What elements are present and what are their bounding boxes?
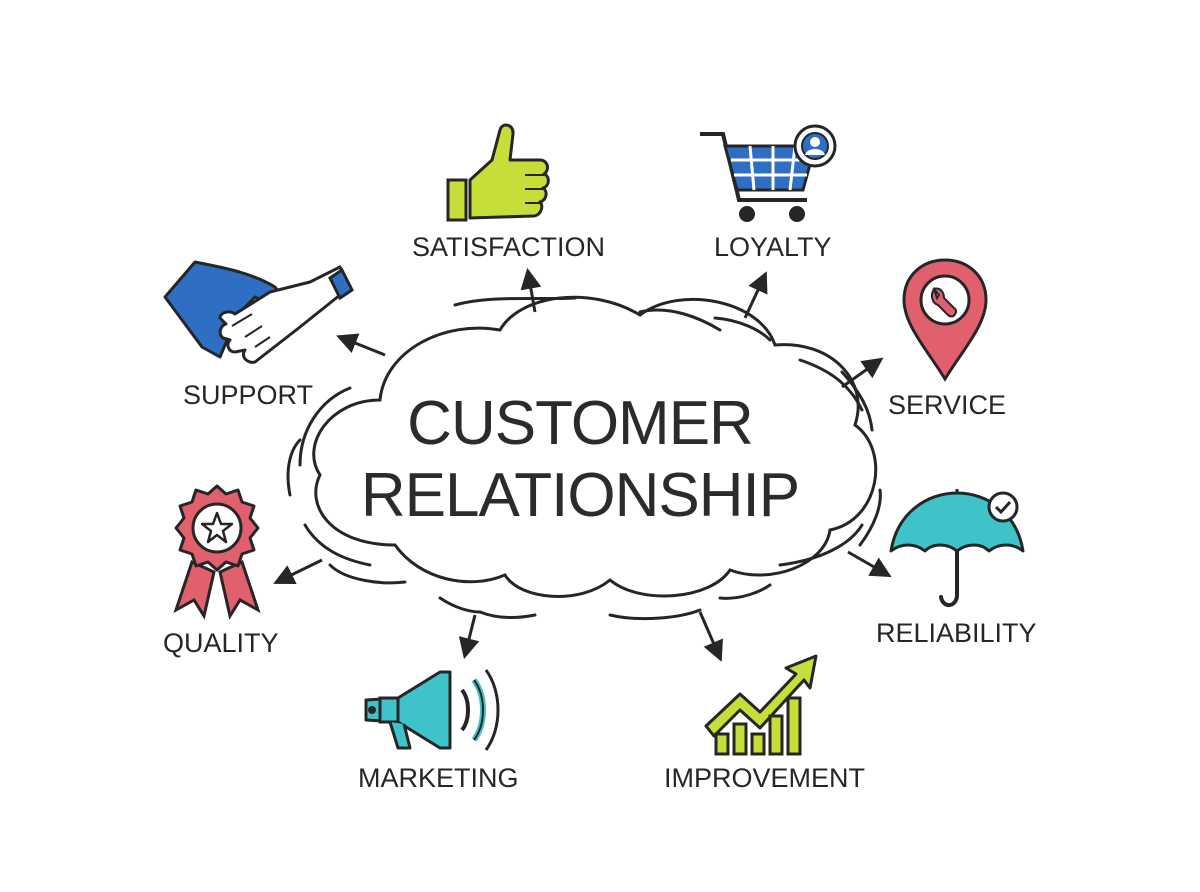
label-reliability: RELIABILITY (876, 618, 1037, 648)
arrow-loyalty (743, 271, 768, 319)
map-pin-wrench-icon (902, 258, 988, 382)
arrow-service (841, 357, 884, 389)
arrow-support (336, 333, 386, 357)
label-improvement: IMPROVEMENT (664, 763, 866, 793)
center-title-line-1: CUSTOMER (407, 389, 754, 458)
label-marketing: MARKETING (358, 763, 519, 793)
thumbs-up-icon (446, 123, 550, 222)
label-support: SUPPORT (183, 380, 314, 410)
handshake-icon (163, 260, 354, 364)
center-title-line-2: RELATIONSHIP (360, 461, 800, 530)
cloud-sketch-strokes (286, 296, 882, 621)
label-quality: QUALITY (163, 628, 279, 658)
label-service: SERVICE (888, 390, 1007, 420)
arrow-improvement (698, 611, 723, 662)
award-rosette-icon (173, 484, 261, 620)
arrow-marketing (458, 614, 480, 660)
arrow-satisfaction (520, 267, 542, 313)
arrow-reliability (847, 550, 892, 578)
arrow-quality (273, 558, 323, 585)
label-satisfaction: SATISFACTION (412, 232, 606, 262)
cloud-outline (312, 295, 878, 598)
shopping-cart-icon (700, 124, 837, 222)
connector-arrows (273, 267, 892, 662)
growth-chart-icon (704, 654, 818, 756)
label-loyalty: LOYALTY (714, 232, 832, 262)
umbrella-icon (889, 489, 1025, 607)
megaphone-icon (364, 669, 500, 751)
